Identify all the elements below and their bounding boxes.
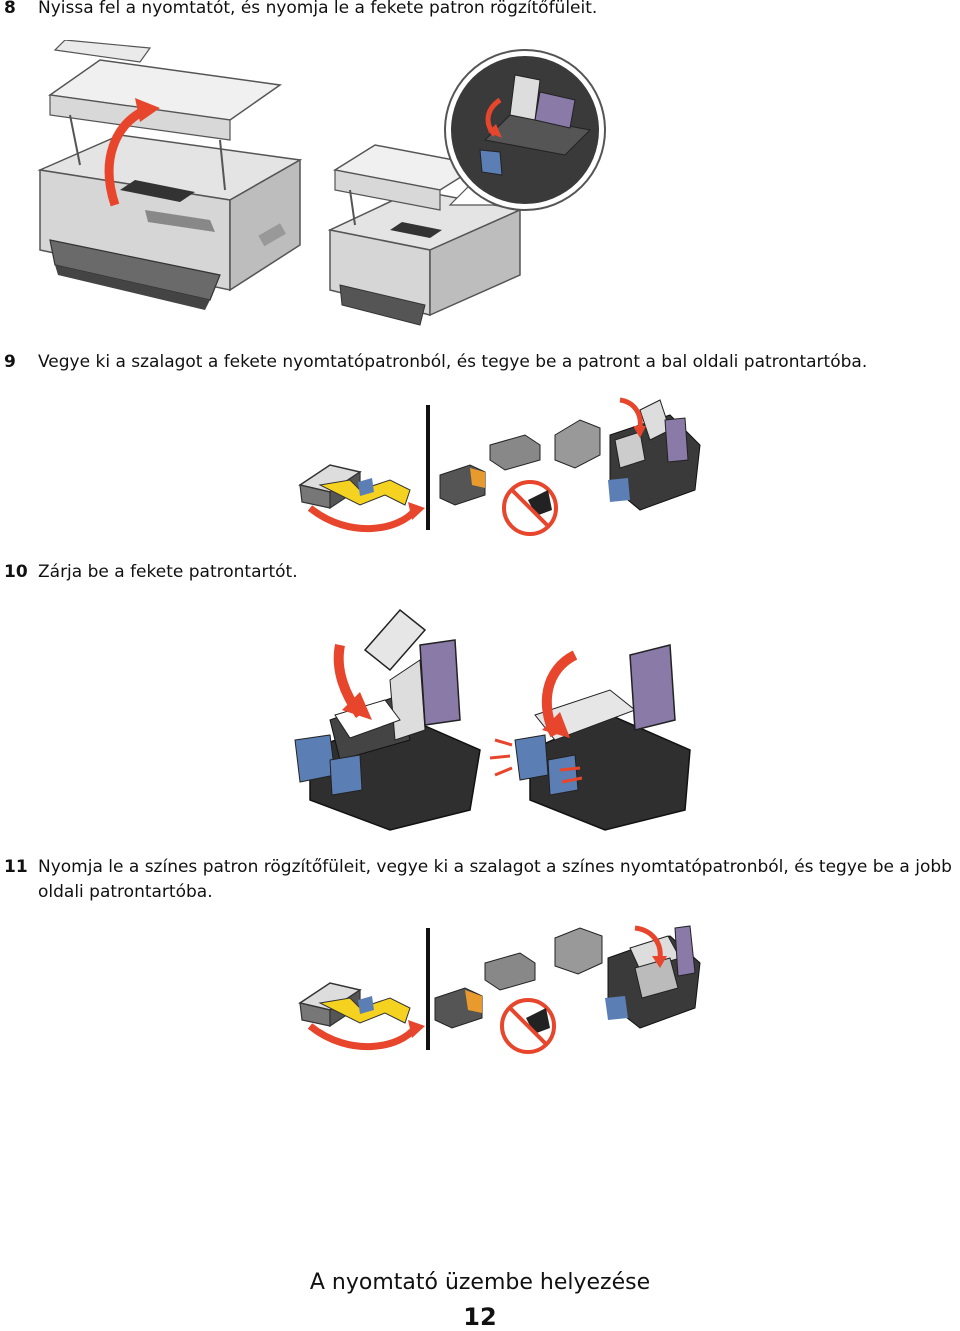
step-number: 8: [4, 0, 16, 18]
footer-section-title: A nyomtató üzembe helyezése: [309, 1270, 651, 1295]
step-text: Vegye ki a szalagot a fekete nyomtatópat…: [38, 352, 868, 372]
holder-open: [294, 608, 481, 831]
step-number: 10: [4, 562, 28, 582]
remove-tape-color-illustration: [290, 918, 710, 1058]
step-text: Nyomja le a színes patron rögzítőfüleit,…: [38, 857, 952, 902]
page-number: 12: [463, 1303, 497, 1331]
remove-tape-black-illustration: [290, 390, 710, 540]
printer-open-illustration: [30, 40, 610, 330]
step-number: 11: [4, 857, 28, 877]
holder-closed: [489, 644, 691, 831]
step-number: 9: [4, 352, 16, 372]
step-text: Zárja be a fekete patrontartót.: [38, 562, 298, 582]
close-black-holder-illustration: [290, 600, 710, 840]
zoom-callout-circle: [444, 49, 606, 211]
step-text: Nyissa fel a nyomtatót, és nyomja le a f…: [38, 0, 598, 18]
printer-left: [37, 40, 303, 310]
